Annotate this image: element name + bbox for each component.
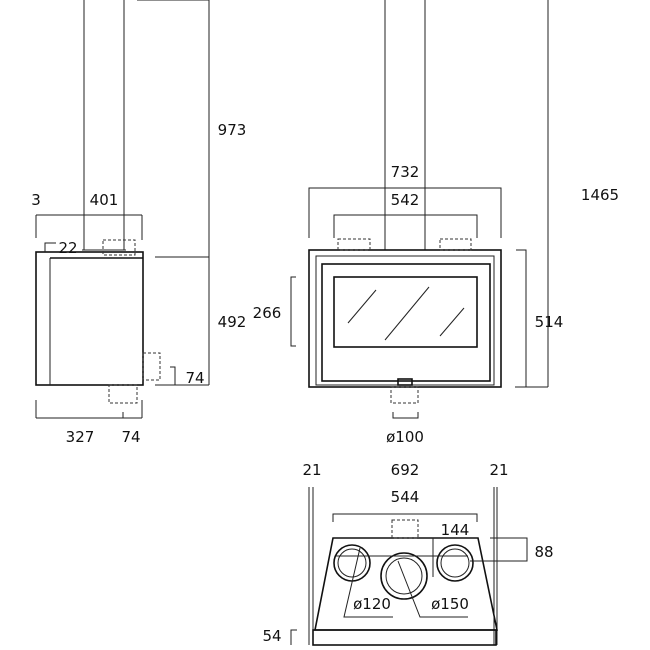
dim-top-outlet-spacing: 544 [391,488,420,506]
dim-outlet-depth: 88 [534,543,553,561]
dim-left: 21 [302,461,321,479]
dim-flue-height: 973 [218,121,247,139]
side-view: 3 401 22 973 492 74 327 74 [31,0,246,446]
dim-base: 54 [262,627,281,645]
dim-bottom-outlet: 74 [185,369,204,387]
left-outlet [333,544,371,582]
dim-outer-width: 732 [391,163,420,181]
dim-side-width: 401 [90,191,119,209]
top-body [314,537,498,631]
main-outlet [380,552,428,600]
dim-outlet-spacing: 542 [391,191,420,209]
front-view: 732 542 1465 514 266 ø100 [253,0,619,446]
dim-right: 21 [489,461,508,479]
dim-air-inlet: ø100 [386,428,424,446]
front-body [308,249,502,388]
dim-top-width: 692 [391,461,420,479]
dim-center-offset: 144 [441,521,470,539]
dim-side-top: 3 [31,191,41,209]
dim-depth: 327 [66,428,95,446]
top-view: 21 692 21 544 144 88 ø120 ø150 54 [262,461,554,646]
dim-glass-height: 266 [253,304,282,322]
glass-window [333,276,478,348]
dim-front-height: 514 [535,313,564,331]
dim-total-height: 1465 [581,186,619,204]
dim-main-outlet: ø150 [431,595,469,613]
dim-small-outlet: ø120 [353,595,391,613]
dim-side-height: 492 [218,313,247,331]
dim-side-offset: 22 [58,239,77,257]
dim-rear: 74 [121,428,140,446]
right-outlet [436,544,474,582]
side-body [35,251,144,386]
